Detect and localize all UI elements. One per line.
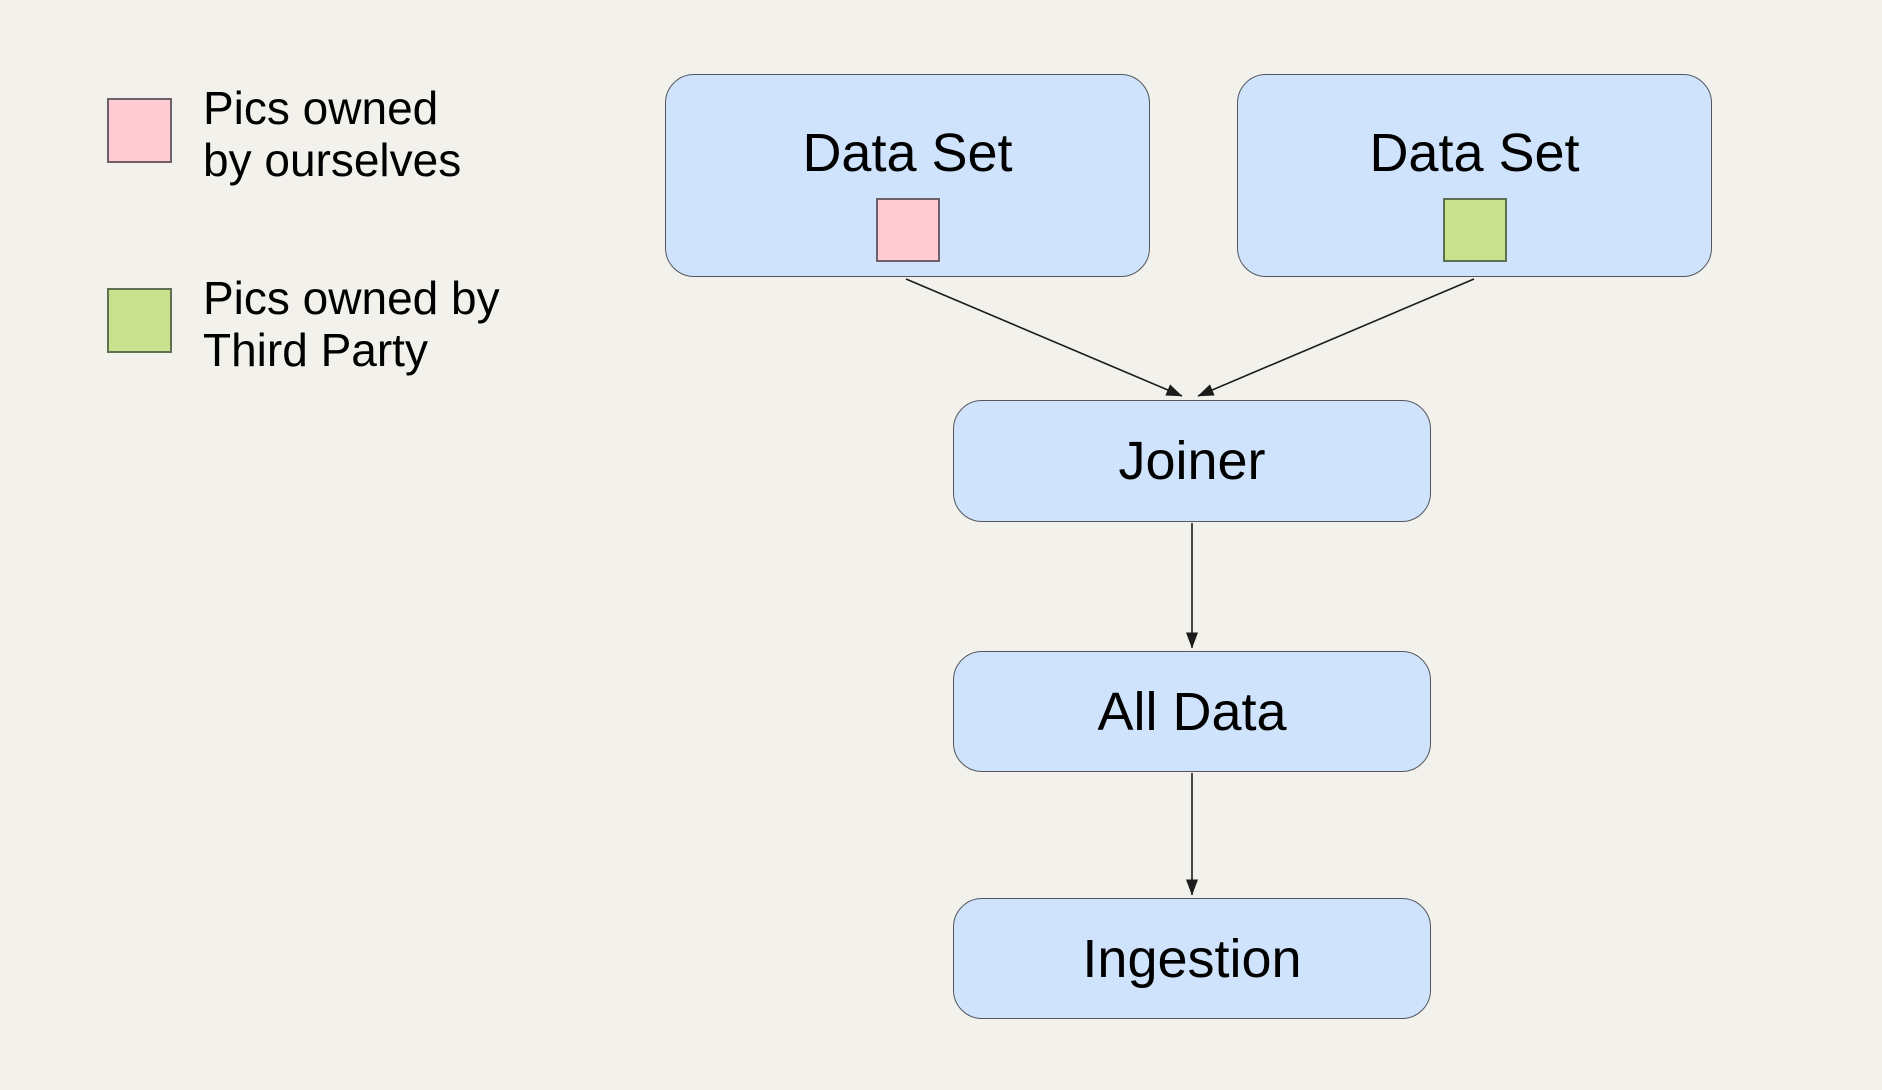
dataset-swatch-green [1442, 198, 1507, 262]
edge-dataset-ours-to-joiner [905, 278, 1183, 397]
legend-label-line: by ourselves [203, 134, 462, 186]
legend-label-ours: Pics owned by ourselves [203, 82, 461, 186]
dataset-swatch-pink [875, 198, 940, 262]
node-label: Joiner [1118, 431, 1266, 491]
legend-label-third-party: Pics owned by Third Party [203, 272, 500, 376]
node-ingestion[interactable]: Ingestion [953, 898, 1431, 1019]
edge-dataset-third-party-to-joiner [1197, 278, 1475, 397]
legend-item-ours: Pics owned by ourselves [107, 82, 461, 186]
legend-label-line: Pics owned [203, 82, 439, 134]
legend-swatch-pink [107, 98, 172, 163]
node-label: Ingestion [1082, 928, 1302, 989]
node-dataset-ours[interactable]: Data Set [665, 74, 1150, 277]
legend-label-line: Pics owned by [203, 272, 500, 324]
node-label: Data Set [1369, 123, 1580, 183]
node-all-data[interactable]: All Data [953, 651, 1431, 772]
node-label: Data Set [802, 123, 1013, 183]
node-dataset-third-party[interactable]: Data Set [1237, 74, 1712, 277]
legend-label-line: Third Party [203, 324, 428, 376]
node-label: All Data [1097, 681, 1287, 742]
legend-item-third-party: Pics owned by Third Party [107, 272, 500, 376]
legend-swatch-green [107, 288, 172, 353]
node-joiner[interactable]: Joiner [953, 400, 1431, 522]
